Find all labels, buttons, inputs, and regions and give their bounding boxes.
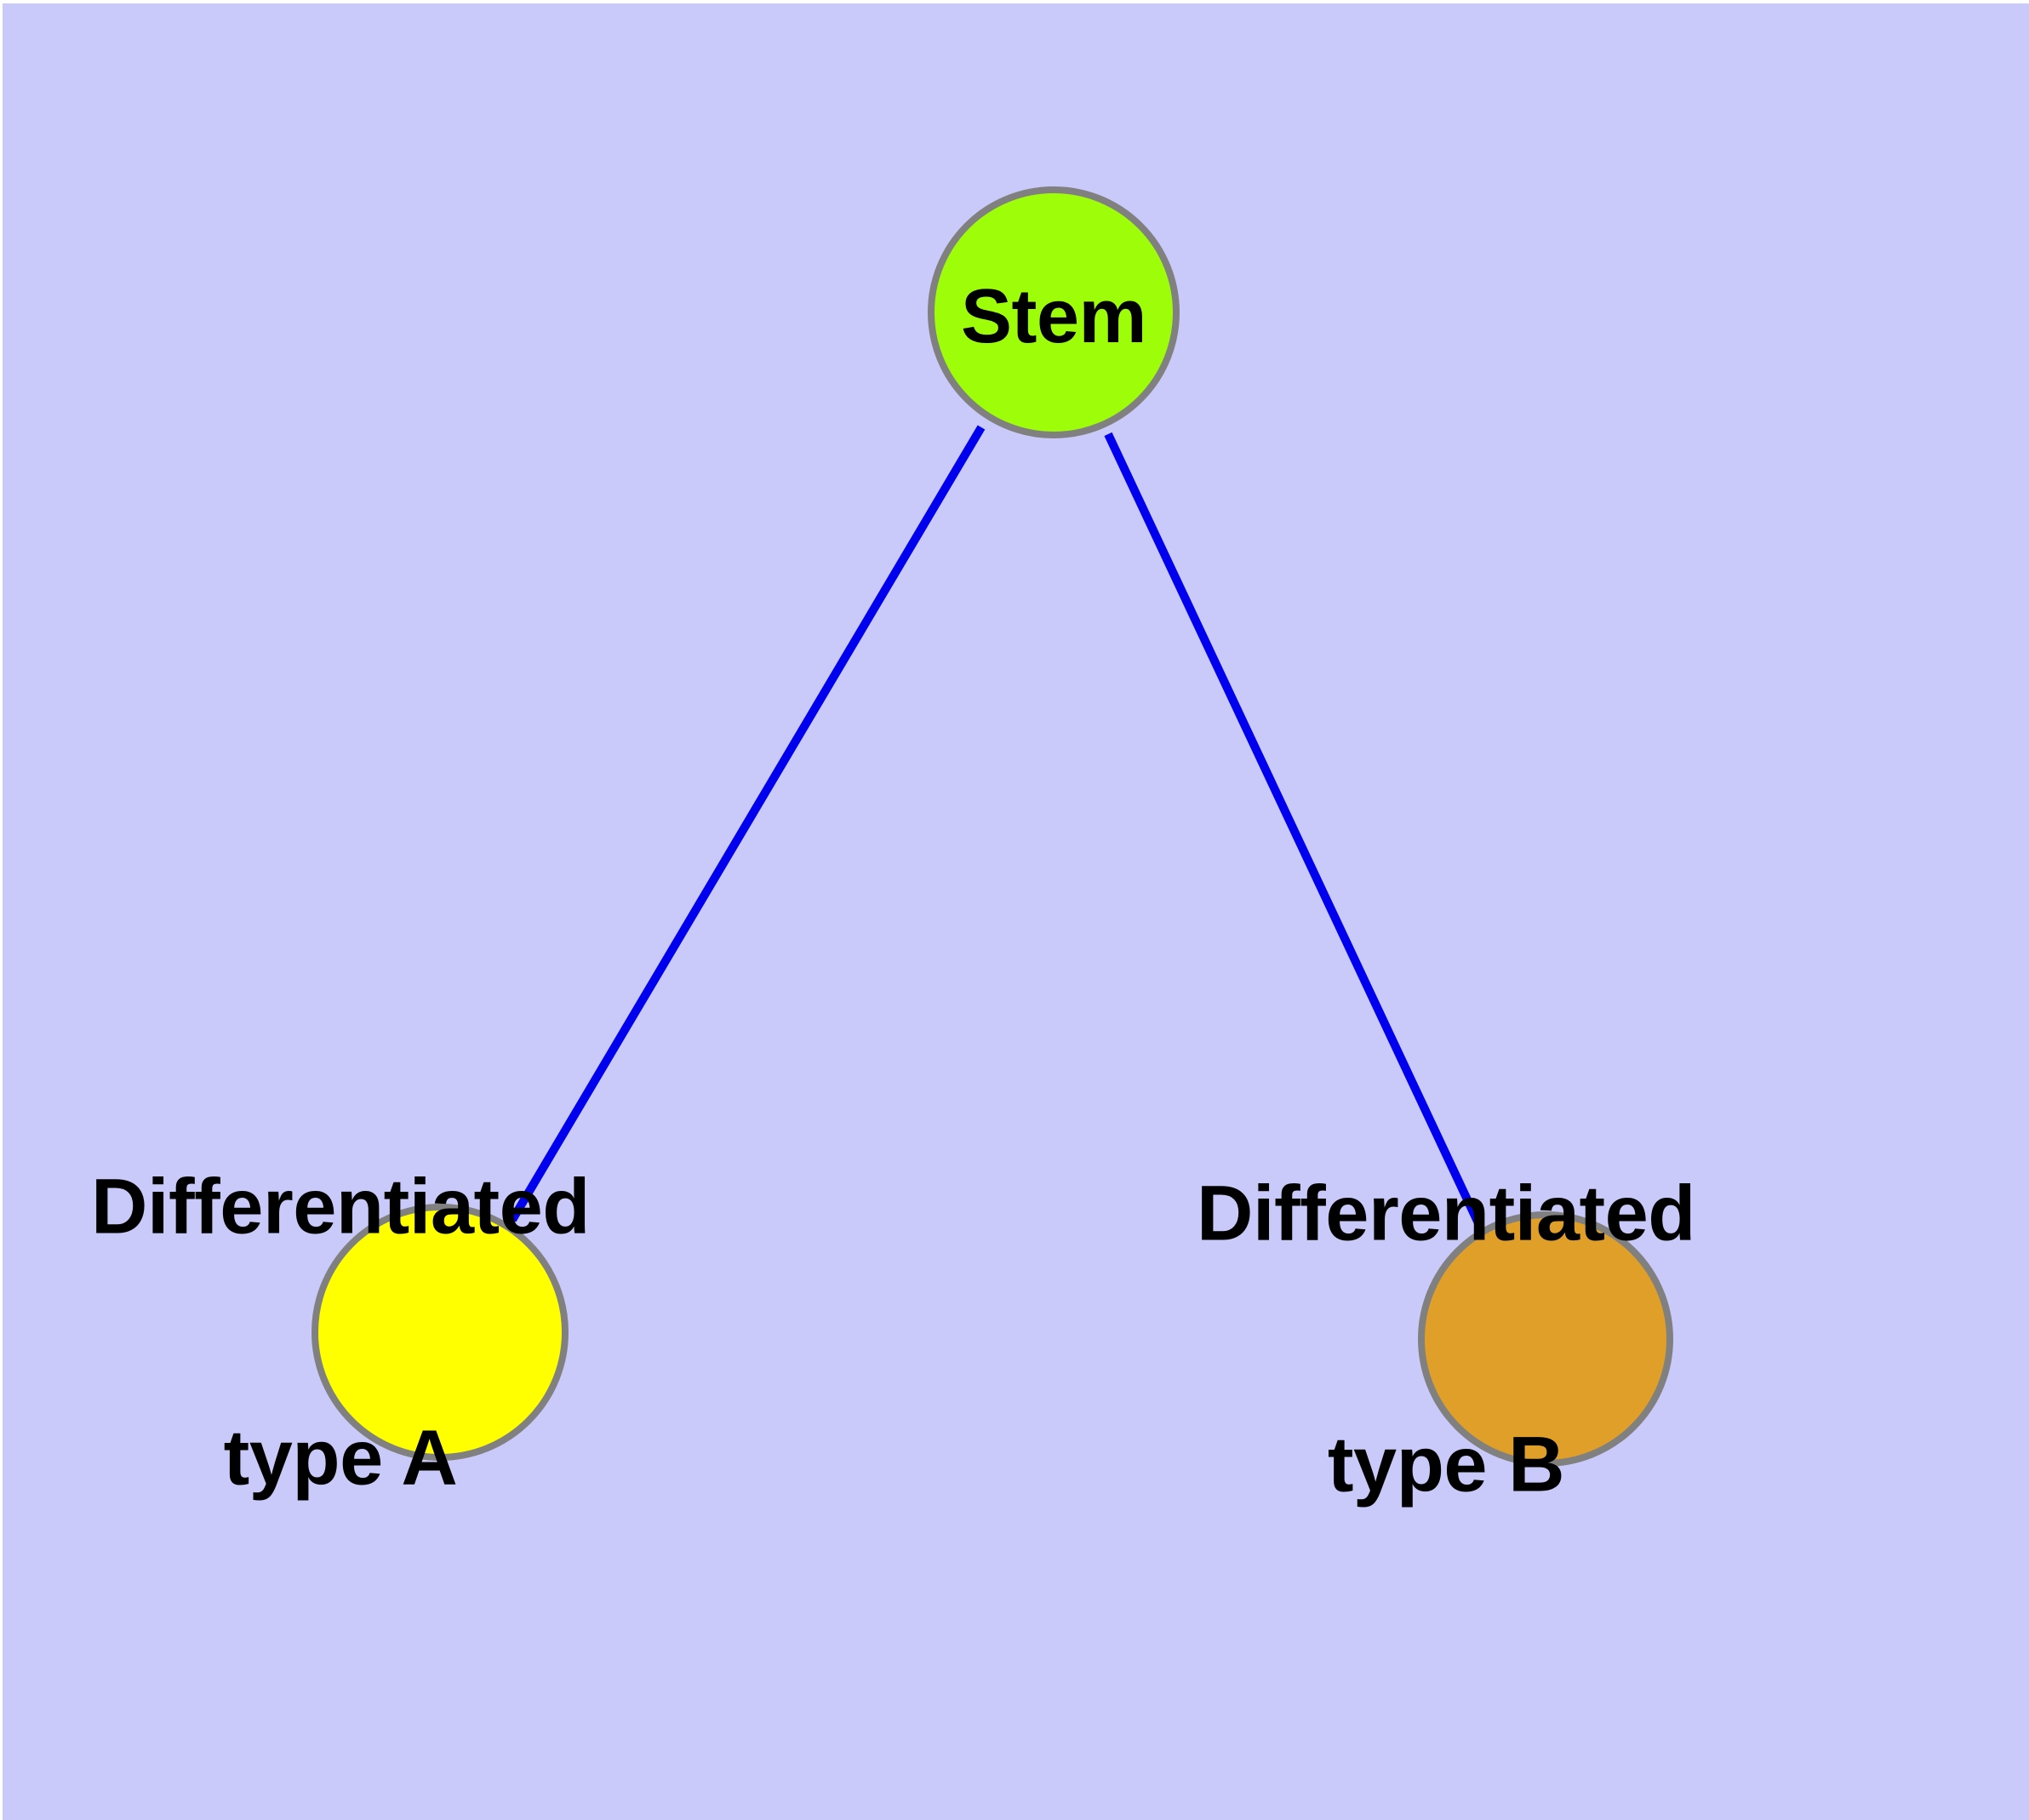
- node-layer: [311, 186, 1673, 1467]
- node-differentiated-type-b[interactable]: [1418, 1211, 1673, 1467]
- edge-stem-to-differentiated-type-b: [1104, 432, 1483, 1228]
- edge-layer: [508, 425, 1483, 1228]
- node-stem[interactable]: [928, 186, 1180, 438]
- node-differentiated-type-a[interactable]: [311, 1204, 569, 1461]
- edge-stem-to-differentiated-type-a: [508, 425, 986, 1222]
